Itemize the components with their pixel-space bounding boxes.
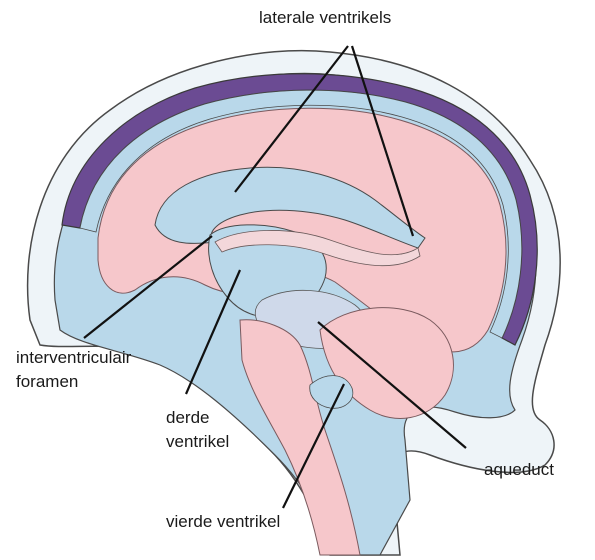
label-text: aqueduct <box>484 460 554 480</box>
label-aqueduct: aqueduct <box>484 460 554 480</box>
label-text-line2: ventrikel <box>166 432 229 452</box>
label-text-line1: interventriculair <box>16 348 131 368</box>
label-fourth-ventricle: vierde ventrikel <box>166 512 280 532</box>
label-text: vierde ventrikel <box>166 512 280 532</box>
label-interventricular-foramen: interventriculair foramen <box>16 348 131 392</box>
label-text: laterale ventrikels <box>259 8 391 28</box>
label-text-line2: foramen <box>16 372 131 392</box>
label-third-ventricle: derde ventrikel <box>166 408 229 452</box>
label-lateral-ventricles: laterale ventrikels <box>259 8 391 28</box>
label-text-line1: derde <box>166 408 229 428</box>
